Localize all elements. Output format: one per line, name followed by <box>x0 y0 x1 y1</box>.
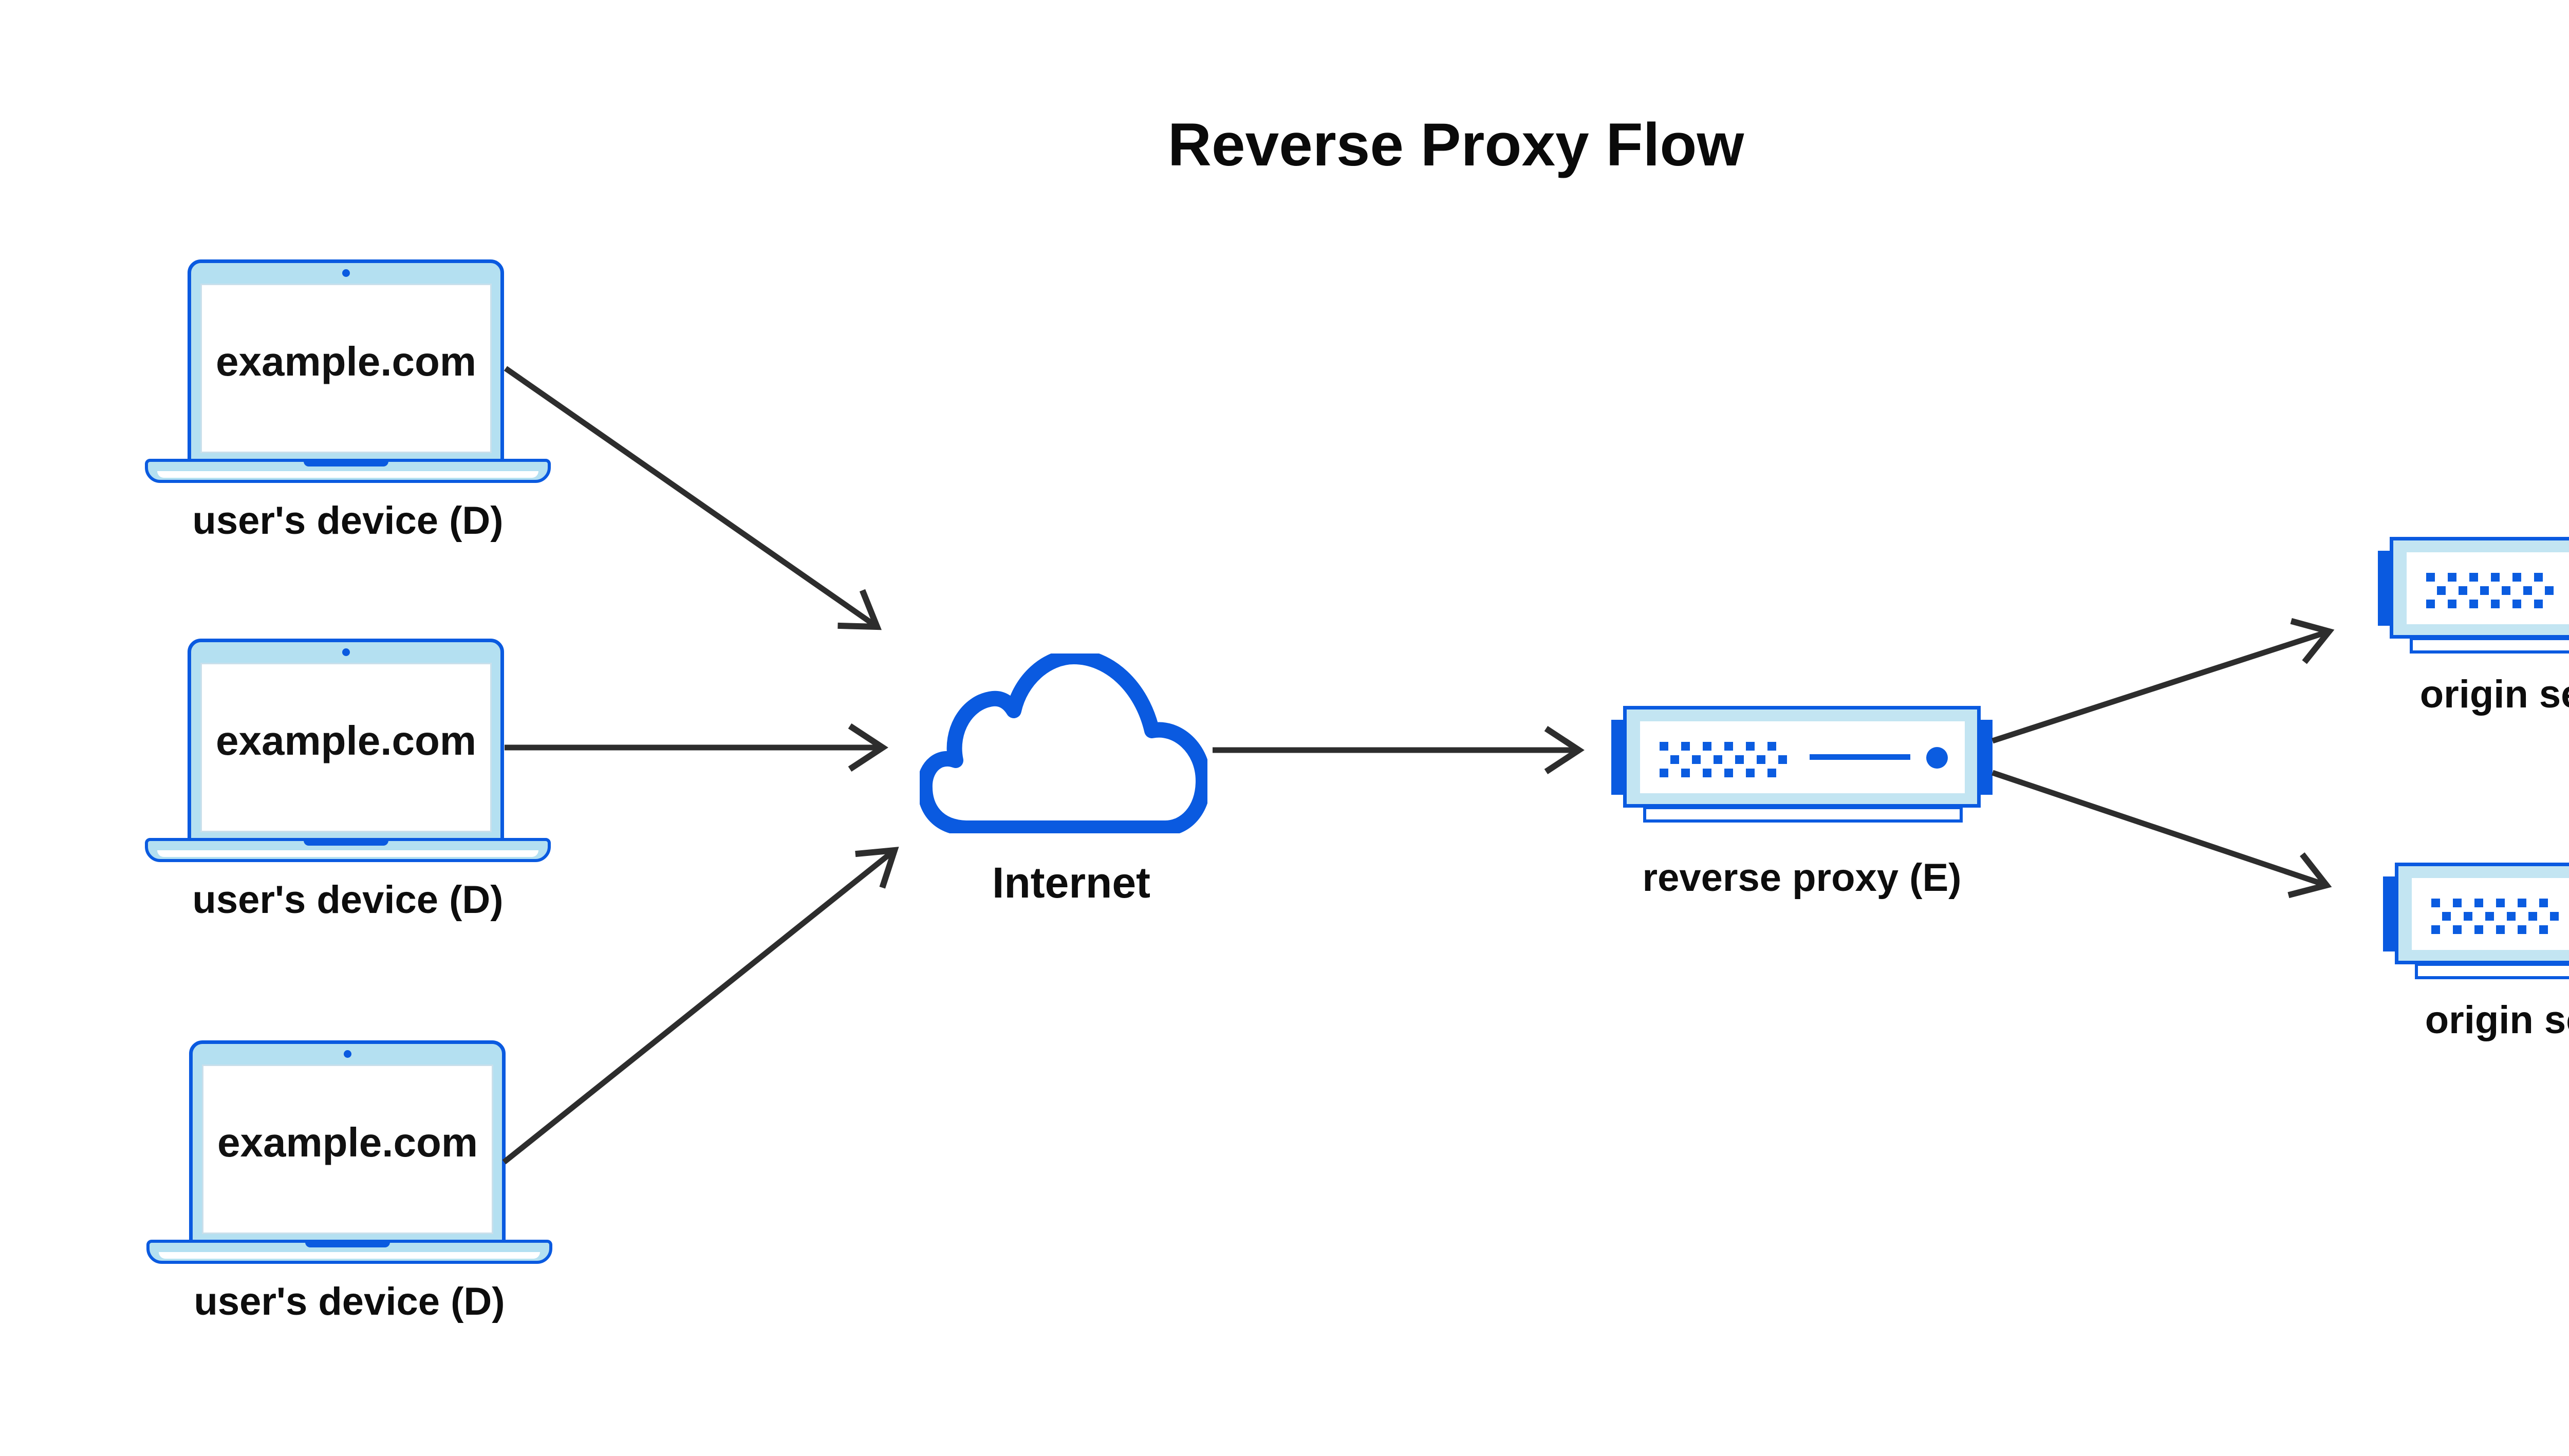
internet-label: Internet <box>992 858 1151 907</box>
laptop-camera-dot <box>342 269 350 277</box>
user-device-1: example.com user's device (D) <box>145 259 551 568</box>
origin-server-1: origin server (F) <box>2378 537 2569 742</box>
arrow-proxy-to-origin2 <box>1991 770 2332 899</box>
server-right-tab <box>1980 720 1993 795</box>
user-device-2: example.com user's device (D) <box>145 639 551 947</box>
server-base-shadow <box>1643 806 1963 823</box>
laptop-camera-dot <box>342 648 350 656</box>
laptop-base-sliver <box>157 471 538 478</box>
server-slot-line <box>1810 754 1910 760</box>
server-faceplate <box>2407 552 2569 624</box>
screen-url-text: example.com <box>217 1119 478 1165</box>
laptop-display: example.com <box>200 284 492 453</box>
laptop-display: example.com <box>202 1065 493 1234</box>
server-vent-dots-icon <box>2431 899 2559 934</box>
laptop-base-sliver <box>159 1252 540 1259</box>
server-faceplate <box>1640 721 1965 793</box>
user-device-3: example.com user's device (D) <box>146 1040 552 1349</box>
device-label: user's device (D) <box>194 1280 505 1323</box>
arrow-proxy-to-origin1 <box>1991 618 2335 744</box>
reverse-proxy-server: reverse proxy (E) <box>1611 706 1993 911</box>
server-vent-dots-icon <box>1660 742 1787 777</box>
server-faceplate <box>2412 878 2569 950</box>
server-left-tab <box>2383 876 2396 951</box>
server-base-shadow <box>2415 963 2569 979</box>
device-label: user's device (D) <box>192 499 504 543</box>
origin-server-label: origin server (F) <box>2419 673 2569 716</box>
laptop-camera-dot <box>344 1050 351 1058</box>
laptop-hinge-notch <box>304 838 388 846</box>
origin-server-2: origin server (F) <box>2383 863 2569 1068</box>
arrow-device1-to-internet <box>504 366 882 630</box>
origin-server-label: origin server (F) <box>2425 998 2569 1042</box>
server-vent-dots-icon <box>2426 573 2554 608</box>
internet-cloud-icon <box>920 654 1207 833</box>
server-power-dot <box>1926 747 1948 769</box>
server-base-shadow <box>2410 637 2569 654</box>
reverse-proxy-label: reverse proxy (E) <box>1642 856 1962 900</box>
screen-url-text: example.com <box>216 339 476 384</box>
server-left-tab <box>2378 551 2391 626</box>
server-left-tab <box>1611 720 1624 795</box>
laptop-hinge-notch <box>304 459 388 466</box>
laptop-hinge-notch <box>305 1240 390 1247</box>
device-label: user's device (D) <box>192 878 504 922</box>
page-title: Reverse Proxy Flow <box>1167 111 1744 179</box>
screen-url-text: example.com <box>216 718 476 763</box>
laptop-display: example.com <box>200 663 492 832</box>
laptop-base-sliver <box>157 850 538 857</box>
